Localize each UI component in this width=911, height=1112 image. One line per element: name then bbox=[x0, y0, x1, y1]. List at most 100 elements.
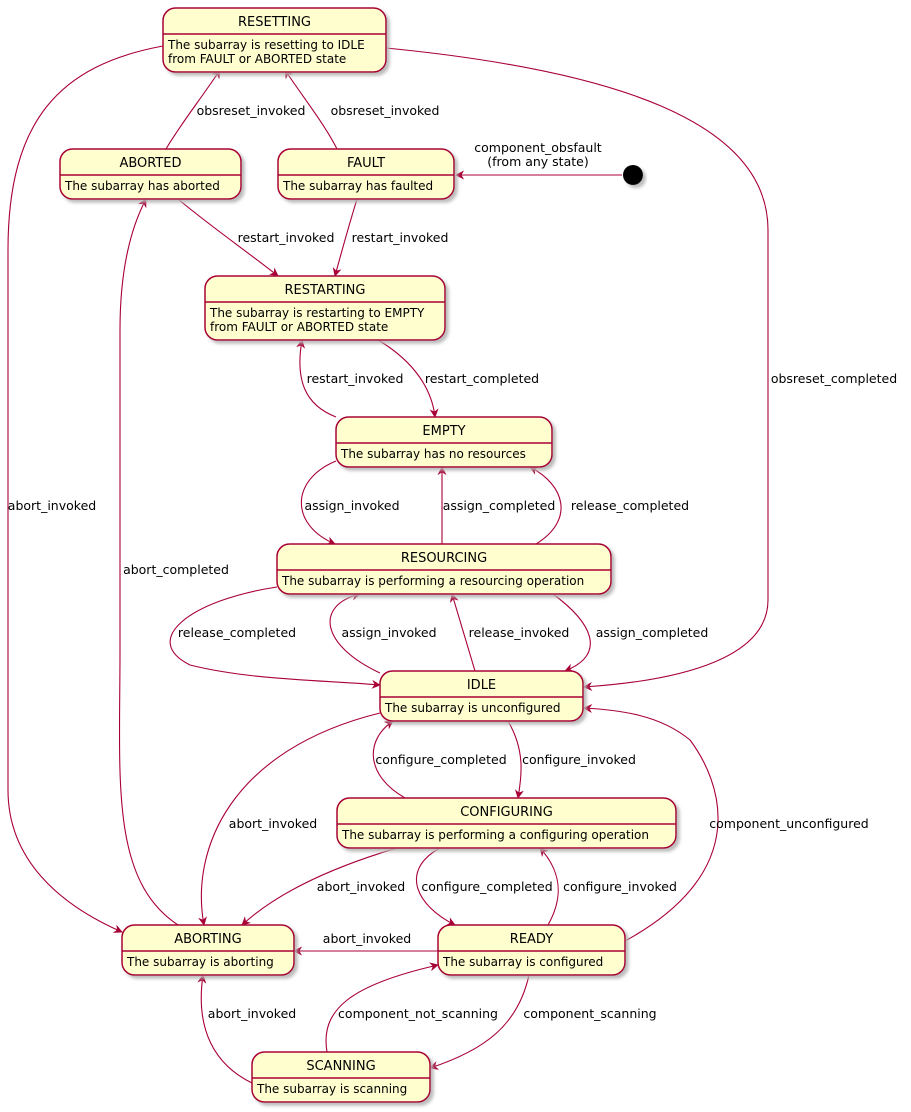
state-name: SCANNING bbox=[306, 1059, 375, 1074]
transition-configuring-to-ready bbox=[415, 847, 456, 926]
state-name: READY bbox=[510, 932, 553, 947]
state-resetting: RESETTING The subarray is resetting to ID… bbox=[162, 7, 387, 73]
state-description: The subarray has aborted bbox=[64, 179, 220, 193]
state-box bbox=[276, 543, 612, 595]
state-box bbox=[379, 670, 584, 722]
transition-resetting-to-idle bbox=[385, 47, 769, 691]
transition-labels-layer: component_obsfault(from any state) obsres… bbox=[8, 103, 897, 1021]
transition-label: obsreset_invoked bbox=[331, 103, 440, 118]
state-name: ABORTING bbox=[174, 932, 241, 947]
transition-label: restart_completed bbox=[425, 371, 539, 386]
state-name: RESOURCING bbox=[401, 551, 487, 566]
transition-aborted-to-restarting bbox=[177, 198, 279, 277]
transition-idle-to-resourcing bbox=[450, 593, 476, 672]
transition-label: abort_invoked bbox=[317, 879, 405, 894]
state-resourcing: RESOURCING The subarray is performing a r… bbox=[276, 543, 612, 595]
state-name: IDLE bbox=[467, 678, 496, 693]
transition-fault-to-resetting bbox=[284, 69, 338, 150]
transition-aborted-to-resetting bbox=[165, 69, 221, 150]
transition-label: obsreset_invoked bbox=[197, 103, 306, 118]
state-box bbox=[204, 275, 446, 341]
transition-label: abort_completed bbox=[123, 562, 229, 577]
transition-label: component_not_scanning bbox=[338, 1006, 498, 1021]
state-description: The subarray is configured bbox=[442, 955, 603, 969]
state-box bbox=[59, 148, 242, 200]
state-box bbox=[335, 416, 553, 468]
transition-label: assign_invoked bbox=[341, 625, 436, 640]
state-scanning: SCANNING The subarray is scanning bbox=[251, 1051, 431, 1103]
transition-configuring-to-aborting bbox=[241, 847, 398, 926]
transition-label: restart_invoked bbox=[307, 371, 404, 386]
state-description: The subarray is unconfigured bbox=[384, 701, 561, 715]
state-idle: IDLE The subarray is unconfigured bbox=[379, 670, 584, 722]
transition-label: obsreset_completed bbox=[771, 371, 897, 386]
transition-resourcing-to-empty bbox=[529, 466, 562, 545]
state-name: ABORTED bbox=[119, 156, 181, 171]
state-aborting: ABORTING The subarray is aborting bbox=[121, 924, 295, 976]
transition-ready-to-scanning bbox=[429, 974, 530, 1070]
state-description: The subarray has faulted bbox=[282, 179, 433, 193]
state-description: The subarray is resetting to IDLE bbox=[167, 38, 365, 52]
transition-fault-to-restarting bbox=[332, 198, 358, 277]
state-name: RESETTING bbox=[238, 15, 311, 30]
state-box bbox=[437, 924, 626, 976]
transition-label: restart_invoked bbox=[352, 230, 449, 245]
transition-label: abort_invoked bbox=[229, 816, 317, 831]
transition-restarting-to-empty bbox=[377, 339, 439, 418]
transition-label: assign_completed bbox=[596, 625, 709, 640]
transition-label: configure_invoked bbox=[522, 752, 636, 767]
transition-scanning-to-ready bbox=[325, 962, 439, 1053]
transition-configuring-to-idle bbox=[372, 720, 406, 799]
state-configuring: CONFIGURING The subarray is performing a … bbox=[336, 797, 677, 849]
state-restarting: RESTARTING The subarray is restarting to … bbox=[204, 275, 446, 341]
transition-aborting-to-aborted bbox=[118, 198, 179, 926]
states-layer: RESETTING The subarray is resetting to ID… bbox=[59, 7, 677, 1103]
transition-label: release_invoked bbox=[469, 625, 570, 640]
state-description: The subarray is performing a resourcing … bbox=[281, 574, 584, 588]
transition-label: configure_completed bbox=[421, 879, 552, 894]
state-description: The subarray is scanning bbox=[256, 1082, 407, 1096]
state-ready: READY The subarray is configured bbox=[437, 924, 626, 976]
state-name: CONFIGURING bbox=[460, 805, 553, 820]
state-description: The subarray is restarting to EMPTY bbox=[209, 306, 425, 320]
state-box bbox=[121, 924, 295, 976]
initial-state bbox=[623, 165, 643, 185]
state-description: The subarray has no resources bbox=[340, 447, 526, 461]
transition-empty-to-resourcing bbox=[300, 460, 337, 545]
transition-empty-to-restarting bbox=[296, 339, 337, 418]
transition-resetting-to-aborting bbox=[7, 45, 164, 933]
state-description: The subarray is aborting bbox=[126, 955, 274, 969]
transition-label: component_obsfault bbox=[474, 140, 602, 155]
transition-label: release_completed bbox=[178, 625, 296, 640]
initial-node bbox=[623, 165, 643, 185]
state-name: FAULT bbox=[347, 156, 385, 171]
transition-label: configure_invoked bbox=[563, 879, 677, 894]
state-box bbox=[162, 7, 387, 73]
transition-label: (from any state) bbox=[487, 154, 588, 169]
state-fault: FAULT The subarray has faulted bbox=[277, 148, 455, 200]
transition-resourcing-to-idle bbox=[169, 586, 381, 689]
state-description: from FAULT or ABORTED state bbox=[210, 320, 388, 334]
transition-label: assign_invoked bbox=[304, 498, 399, 513]
transition-idle-to-aborting bbox=[198, 712, 381, 926]
transitions-layer bbox=[7, 45, 769, 1084]
transition-label: release_completed bbox=[571, 498, 689, 513]
transition-resourcing-to-idle bbox=[552, 593, 591, 673]
transition-label: assign_completed bbox=[443, 498, 556, 513]
state-box bbox=[336, 797, 677, 849]
transition-ready-to-idle bbox=[583, 703, 719, 942]
transition-label: abort_invoked bbox=[8, 498, 96, 513]
transition-label: configure_completed bbox=[375, 752, 506, 767]
transition-label: component_unconfigured bbox=[709, 816, 868, 831]
transition-label: restart_invoked bbox=[238, 230, 335, 245]
state-box bbox=[251, 1051, 431, 1103]
state-description: The subarray is performing a configuring… bbox=[341, 828, 649, 842]
state-name: RESTARTING bbox=[285, 283, 366, 298]
transition-ready-to-configuring bbox=[539, 847, 559, 926]
transition-idle-to-resourcing bbox=[329, 591, 381, 674]
transition-label: abort_invoked bbox=[323, 931, 411, 946]
state-description: from FAULT or ABORTED state bbox=[168, 52, 346, 66]
transition-scanning-to-aborting bbox=[197, 974, 253, 1084]
